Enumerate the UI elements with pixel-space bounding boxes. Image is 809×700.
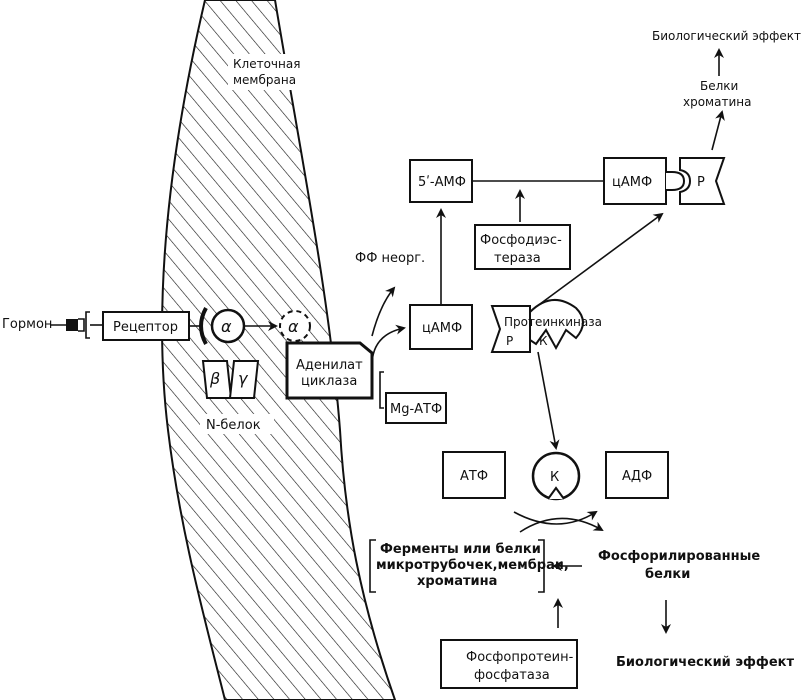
dashed-alpha-circle-icon [279,310,311,342]
chromatin-label-line2: хроматина [683,95,751,109]
pde-box [474,224,571,270]
membrane-label-backing [228,54,308,90]
alpha-free-label: α [288,317,299,336]
pk-to-k-arrow [537,351,560,450]
kinase-notch-icon [529,299,584,351]
adenylate-label-line2: циклаза [301,374,357,389]
r-label-top: Р [697,175,705,190]
mg-atp-bracket [379,371,384,409]
gamma-label: γ [238,369,249,388]
membrane-label-line2: мембрана [233,73,296,87]
adp-box [605,451,669,499]
adp-label: АДФ [622,469,652,484]
pk-k-label: К [539,334,548,348]
receptor-label: Рецептор [113,320,178,335]
bio-effect-bottom-label: Биологический эффект [616,655,794,670]
enzymes-label-line2: микротрубочек,мембран, [376,558,569,573]
phosphorylated-label-line1: Фосфорилированные [598,549,760,564]
phosphorylated-label-line2: белки [645,567,690,582]
protein-phosphorylation-arrow [519,517,604,533]
enzymes-bracket-left [369,539,376,593]
pk-r-label: Р [506,334,513,348]
cyclase-to-camp-arrow [371,324,406,371]
camp-label-top: цАМФ [612,175,652,190]
adenylate-label-line1: Аденилат [296,358,363,373]
camp-knob [666,171,686,191]
hormone-block [66,319,78,331]
gamma-subunit [228,360,260,399]
beta-label: β [209,369,220,388]
camp-label-low: цАМФ [422,321,462,336]
phosphatase-label-line2: фосфатаза [474,668,550,683]
bio-effect-top-label: Биологический эффект [652,29,801,43]
camp-box-low [409,304,473,350]
k-label: К [550,470,559,485]
phosphatase-box [440,639,578,689]
atp-adp-arrow [513,510,598,525]
pk-to-camp-arrow [539,212,664,305]
adenylate-cyclase-box [285,341,374,400]
pde-label-line1: Фосфодиэс- [480,233,562,248]
pp-inorganic-arrow [371,286,396,337]
alpha-bracket [199,307,208,345]
r-to-chromatin-arrow [711,110,725,151]
cell-membrane [161,0,397,700]
phosphatase-label-line1: Фосфопротеин- [466,650,574,665]
atp-label: АТФ [460,469,488,484]
alpha-label: α [221,317,232,336]
enzymes-label-line3: хроматина [417,574,497,589]
protein-kinase-label: Протеинкиназа [504,315,602,329]
chromatin-label-line1: Белки [700,79,738,93]
amp5-label: 5ʹ-АМФ [418,175,466,190]
amp5-box [409,159,473,203]
pp-inorganic-label: ФФ неорг. [355,251,425,266]
receptor-bracket [85,311,90,339]
enzymes-bracket-right [538,539,545,593]
n-protein-backing [200,414,274,434]
n-protein-label: N-белок [206,418,261,433]
receptor-socket-icon [78,318,85,332]
pde-label-line2: тераза [494,251,541,266]
atp-box [442,451,506,499]
camp-box-top [603,157,667,205]
mg-atp-box [385,392,447,424]
mg-atp-label: Mg-АТФ [390,402,442,417]
membrane-label-line1: Клеточная [233,57,300,71]
enzymes-label-line1: Ферменты или белки [380,542,541,557]
pk-r-subunit [490,305,531,353]
k-notch [547,486,565,500]
hormone-label: Гормон [2,317,52,332]
receptor-box [102,311,190,341]
r-subunit-top [679,157,726,205]
